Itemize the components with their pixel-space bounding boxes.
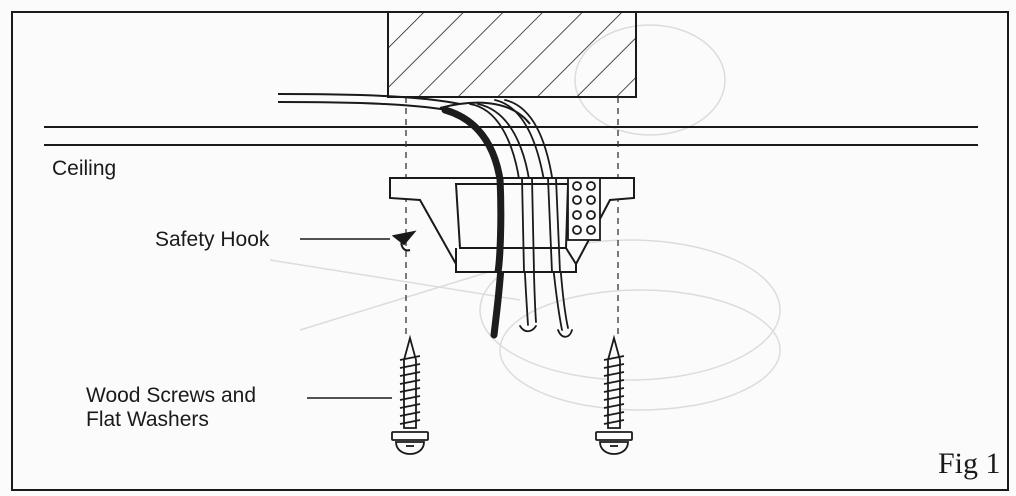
figure-number: Fig 1 (938, 447, 1001, 480)
wire-pass-through (494, 177, 561, 273)
wood-screws-label-line1: Wood Screws and (86, 384, 257, 407)
terminal-block (567, 177, 601, 241)
bleed-through-art (269, 24, 781, 411)
wood-screw-icon (391, 334, 429, 455)
alignment-lines (405, 97, 619, 335)
ceiling-label: Ceiling (52, 157, 117, 180)
leader-lines (300, 238, 392, 399)
wood-screws-label-line2: Flat Washers (86, 408, 209, 432)
wood-screw-icon (595, 334, 633, 455)
safety-hook-icon (391, 230, 417, 252)
wood-screws-label: Wood Screws and Flat Washers (86, 384, 256, 432)
ceiling-joist (387, 11, 637, 98)
safety-hook-label: Safety Hook (155, 228, 270, 251)
